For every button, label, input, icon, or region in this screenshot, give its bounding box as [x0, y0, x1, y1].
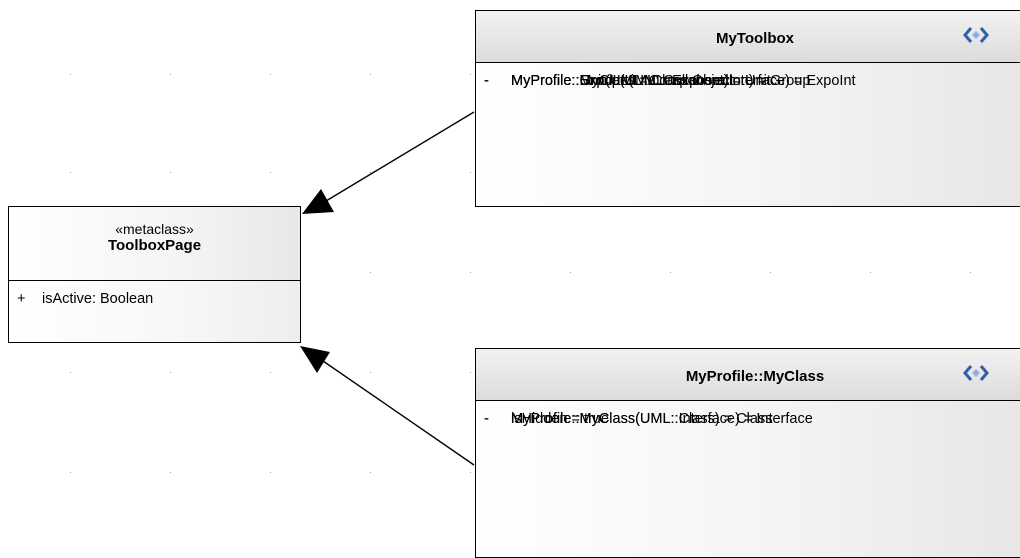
stereotype-diamond-icon — [963, 27, 989, 43]
grid-dot — [170, 472, 171, 473]
visibility-marker: - — [484, 411, 489, 427]
grid-dot — [470, 372, 471, 373]
attribute-text: MyProfile::Group(UML::Collaboration) = G… — [511, 73, 811, 89]
attribute-text: MyProfile::MyClass = Class Object — [511, 73, 734, 89]
class-name: ToolboxPage — [107, 237, 202, 254]
attribute-text: isHidden = true — [511, 411, 609, 427]
grid-dot — [370, 272, 371, 273]
grid-dot — [270, 74, 271, 75]
visibility-marker: - — [484, 411, 489, 427]
extension-arrow-myclass[interactable] — [300, 346, 475, 466]
attribute-compartment: + isActive: Boolean — [9, 281, 300, 307]
class-header: «metaclass» ToolboxPage — [9, 207, 300, 281]
extension-arrowhead-mytoolbox — [302, 189, 334, 214]
grid-dot — [370, 172, 371, 173]
class-header: MyToolbox — [476, 11, 1020, 63]
grid-dot — [70, 472, 71, 473]
grid-dot — [370, 74, 371, 75]
grid-dot — [170, 74, 171, 75]
grid-dot — [770, 272, 771, 273]
extension-line-mytoolbox — [325, 111, 475, 202]
grid-dot — [370, 372, 371, 373]
attribute-text: MyProfile::MyClass(UML::Class) = Class — [511, 411, 773, 427]
class-name: MyToolbox — [715, 30, 795, 47]
class-my-toolbox[interactable]: MyToolbox - MyProfile::ExpoInt(UML::Expo… — [475, 10, 1020, 207]
visibility-marker: - — [484, 73, 489, 89]
attribute-text: isActive: Boolean — [42, 291, 154, 307]
attribute-text: MyProfile::ExpoInt(UML::ExposedInterface… — [511, 73, 856, 89]
extension-arrow-mytoolbox[interactable] — [302, 111, 475, 214]
grid-dot — [470, 172, 471, 173]
visibility-marker: + — [17, 291, 26, 307]
grid-dot — [570, 272, 571, 273]
attribute-compartment: - isHidden = true - MyProfile::MyClass(U… — [476, 401, 1020, 427]
attribute-compartment: - MyProfile::ExpoInt(UML::ExposedInterfa… — [476, 63, 1020, 89]
grid-dot — [470, 472, 471, 473]
visibility-marker: - — [484, 73, 489, 89]
extension-line-myclass — [322, 360, 475, 466]
class-toolbox-page[interactable]: «metaclass» ToolboxPage + isActive: Bool… — [8, 206, 301, 343]
grid-dot — [70, 74, 71, 75]
class-myprofile-myclass[interactable]: MyProfile::MyClass - isHidden = true - M… — [475, 348, 1020, 558]
grid-dot — [470, 272, 471, 273]
visibility-marker: - — [484, 73, 489, 89]
stereotype-label: «metaclass» — [115, 221, 194, 237]
grid-dot — [270, 472, 271, 473]
visibility-marker: - — [484, 411, 489, 427]
grid-dot — [870, 272, 871, 273]
grid-dot — [670, 272, 671, 273]
grid-dot — [270, 172, 271, 173]
class-header: MyProfile::MyClass — [476, 349, 1020, 401]
grid-dot — [170, 372, 171, 373]
grid-dot — [470, 74, 471, 75]
grid-dot — [170, 172, 171, 173]
attribute-text: MyProfile::Unit(UML::Component) = Unit — [511, 73, 771, 89]
extension-arrowhead-myclass — [300, 346, 330, 373]
visibility-marker: - — [484, 73, 489, 89]
grid-dot — [270, 372, 271, 373]
grid-dot — [70, 172, 71, 173]
attribute-text: MyProfile::MyClass(UML::Interface) = Int… — [511, 411, 813, 427]
stereotype-diamond-icon — [963, 365, 989, 381]
grid-dot — [370, 472, 371, 473]
grid-dot — [970, 272, 971, 273]
class-name: MyProfile::MyClass — [685, 368, 825, 385]
grid-dot — [70, 372, 71, 373]
